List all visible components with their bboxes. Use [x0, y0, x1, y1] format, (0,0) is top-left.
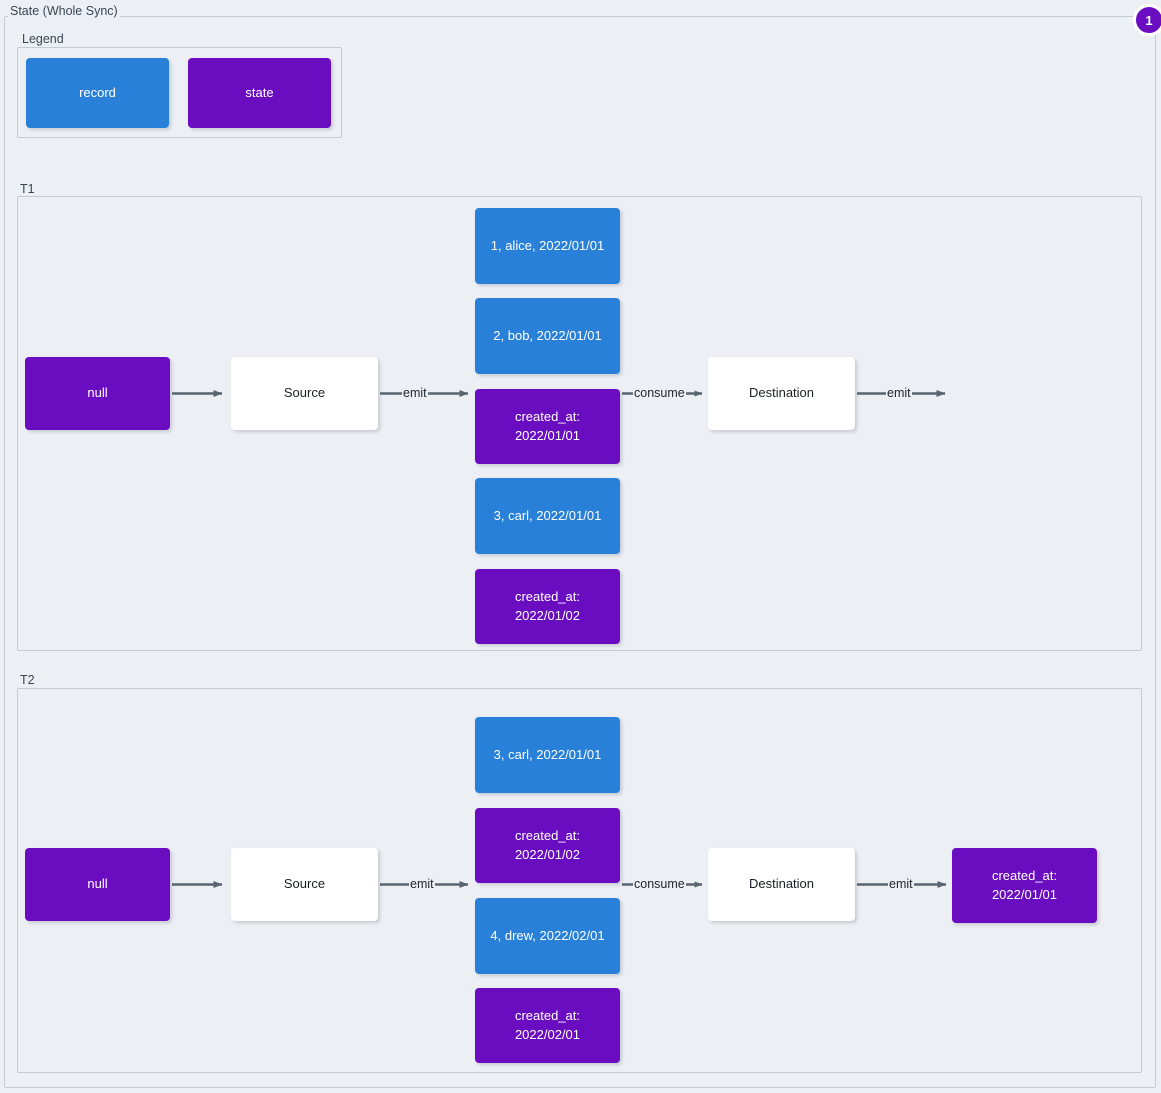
t1-state-node-1: created_at: 2022/01/01 — [475, 389, 620, 464]
t2-edge-label-consume: consume — [633, 877, 686, 891]
t2-output-state-node: created_at: 2022/01/01 — [952, 848, 1097, 923]
t1-input-state-node: null — [25, 357, 170, 430]
t1-record-node-3: 3, carl, 2022/01/01 — [475, 478, 620, 554]
t1-edge-label-emit-out: emit — [886, 386, 912, 400]
t2-edge-label-emit-out: emit — [888, 877, 914, 891]
t2-edge-label-emit: emit — [409, 877, 435, 891]
t2-state-node-1: created_at: 2022/01/02 — [475, 808, 620, 883]
t2-source-node: Source — [231, 848, 378, 921]
t2-record-node-2: 4, drew, 2022/02/01 — [475, 898, 620, 974]
t1-edge-label-consume: consume — [633, 386, 686, 400]
group-title-state-whole-sync: State (Whole Sync) — [8, 4, 120, 18]
group-title-t2: T2 — [18, 673, 37, 687]
t1-edge-label-emit: emit — [402, 386, 428, 400]
legend-swatch-record: record — [26, 58, 169, 128]
t2-record-node-1: 3, carl, 2022/01/01 — [475, 717, 620, 793]
t2-state-node-2: created_at: 2022/02/01 — [475, 988, 620, 1063]
legend-title: Legend — [20, 32, 66, 46]
t1-record-node-1: 1, alice, 2022/01/01 — [475, 208, 620, 284]
legend-swatch-state: state — [188, 58, 331, 128]
t2-input-state-node: null — [25, 848, 170, 921]
step-badge[interactable]: 1 — [1133, 4, 1161, 36]
t1-state-node-2: created_at: 2022/01/02 — [475, 569, 620, 644]
t1-record-node-2: 2, bob, 2022/01/01 — [475, 298, 620, 374]
t2-destination-node: Destination — [708, 848, 855, 921]
t1-source-node: Source — [231, 357, 378, 430]
group-title-t1: T1 — [18, 182, 37, 196]
t1-destination-node: Destination — [708, 357, 855, 430]
